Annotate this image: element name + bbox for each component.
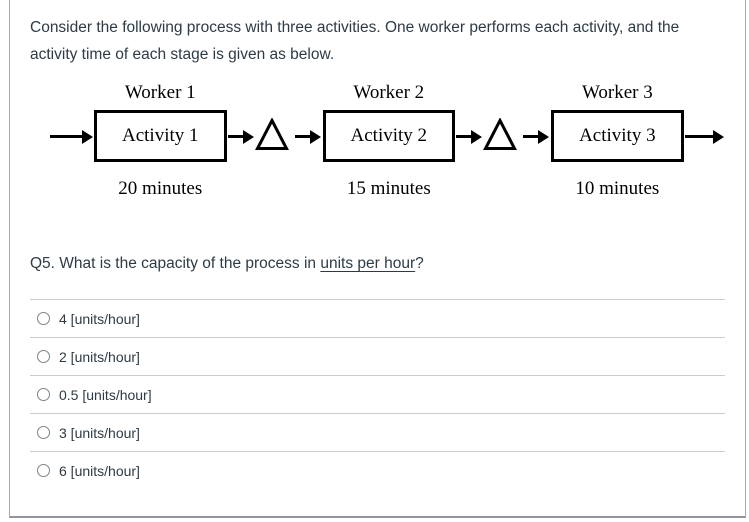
- answer-option-5[interactable]: 6 [units/hour]: [30, 451, 725, 489]
- flow-arrow-icon: [227, 129, 254, 144]
- answer-option-1[interactable]: 4 [units/hour]: [30, 299, 725, 337]
- activity-box: Activity 2: [322, 110, 456, 162]
- question-suffix: ?: [415, 255, 424, 272]
- output-arrow-icon: [684, 129, 724, 144]
- question-underlined-term: units per hour: [320, 255, 416, 272]
- activity-time-label: 15 minutes: [346, 178, 431, 199]
- stage-3: Worker 3 Activity 3 10 minutes: [551, 81, 684, 200]
- activity-time-label: 20 minutes: [118, 178, 203, 199]
- option-label: 0.5 [units/hour]: [59, 386, 152, 403]
- process-flow-diagram: Worker 1 Activity 1 20 minutes Worker 2 …: [50, 81, 725, 200]
- option-label: 4 [units/hour]: [59, 310, 140, 327]
- inventory-buffer-triangle-icon: [483, 118, 518, 150]
- flow-arrow-icon: [294, 129, 321, 144]
- question-intro-text: Consider the following process with thre…: [30, 19, 680, 63]
- option-label: 3 [units/hour]: [59, 424, 140, 441]
- worker-label: Worker 3: [581, 82, 653, 103]
- option-label: 6 [units/hour]: [59, 462, 140, 479]
- option-label: 2 [units/hour]: [59, 348, 140, 365]
- radio-button-icon[interactable]: [37, 350, 50, 363]
- quiz-question-card: Consider the following process with thre…: [9, 0, 746, 518]
- activity-time-label: 10 minutes: [575, 178, 660, 199]
- answer-option-4[interactable]: 3 [units/hour]: [30, 413, 725, 451]
- radio-button-icon[interactable]: [37, 388, 50, 401]
- stage-1: Worker 1 Activity 1 20 minutes: [94, 81, 227, 200]
- question-text: Q5. What is the capacity of the process …: [30, 252, 725, 276]
- answer-option-2[interactable]: 2 [units/hour]: [30, 337, 725, 375]
- buffer-connector-1: [227, 81, 322, 151]
- activity-box: Activity 3: [551, 110, 684, 162]
- input-arrow-icon: [50, 129, 93, 144]
- flow-row: Worker 1 Activity 1 20 minutes Worker 2 …: [50, 81, 725, 200]
- worker-label: Worker 1: [124, 82, 196, 103]
- activity-box: Activity 1: [94, 110, 227, 162]
- question-prefix: Q5. What is the capacity of the process …: [30, 255, 321, 272]
- answer-option-3[interactable]: 0.5 [units/hour]: [30, 375, 725, 413]
- radio-button-icon[interactable]: [37, 464, 50, 477]
- radio-button-icon[interactable]: [37, 312, 50, 325]
- worker-label: Worker 2: [353, 82, 425, 103]
- inventory-buffer-triangle-icon: [254, 118, 289, 150]
- answer-options-list: 4 [units/hour] 2 [units/hour] 0.5 [units…: [30, 299, 725, 489]
- stage-2: Worker 2 Activity 2 15 minutes: [322, 81, 456, 200]
- flow-arrow-icon: [456, 129, 483, 144]
- radio-button-icon[interactable]: [37, 426, 50, 439]
- flow-arrow-icon: [523, 129, 550, 144]
- buffer-connector-2: [456, 81, 550, 151]
